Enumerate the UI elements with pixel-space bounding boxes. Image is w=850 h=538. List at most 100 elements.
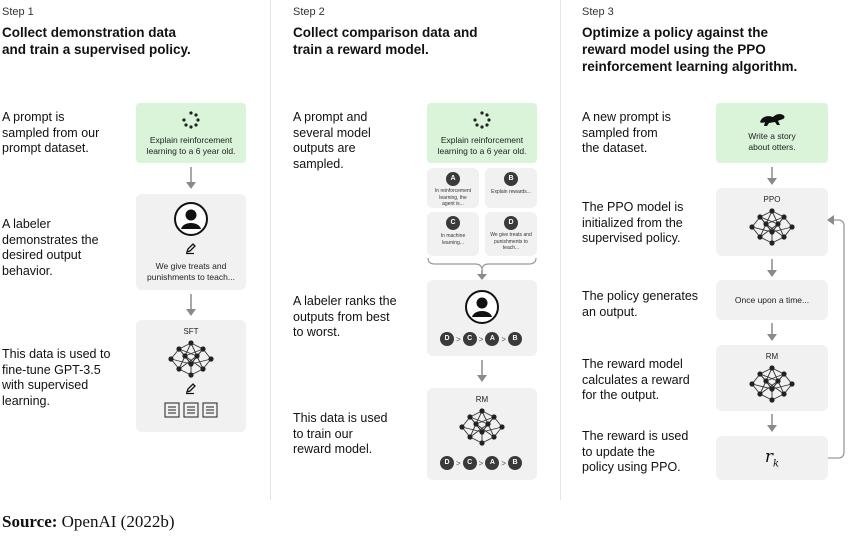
refresh-icon: [473, 111, 491, 129]
rm-label: RM: [765, 352, 779, 361]
step-3-prompt-box: Write a story about otters.: [716, 103, 828, 163]
desc-line: outputs are: [293, 141, 356, 155]
arrow-down: [186, 294, 196, 316]
bracket-arrow: [427, 257, 537, 280]
step-2-desc-1: A prompt and several model outputs are s…: [293, 110, 371, 172]
step-2-title: Collect comparison data and train a rewa…: [293, 24, 553, 58]
pencil-icon: [185, 383, 196, 395]
prompt-text: Explain reinforcement learning to a 6 ye…: [136, 135, 246, 157]
output-card-c: C In machine learning...: [427, 212, 479, 256]
step-3-reward-box: rk: [716, 436, 828, 480]
prompt-line: about otters.: [748, 142, 796, 152]
prompt-line: Write a story: [748, 131, 796, 141]
desc-line: A prompt is: [2, 110, 65, 124]
desc-line: sampled from our: [2, 125, 100, 140]
desc-line: This data is used to: [2, 347, 111, 361]
output-letter: A: [446, 172, 460, 186]
column-divider-1: [270, 0, 271, 500]
output-card-b: B Explain rewards...: [485, 168, 537, 208]
step-2-rm-box: RM D > C > A > B: [427, 388, 537, 480]
rank-separator: >: [501, 458, 507, 468]
output-text: In reinforcement learning, the agent is.…: [429, 188, 477, 208]
desc-line: fine-tune GPT-3.5: [2, 362, 101, 377]
desc-line: to train our: [293, 426, 353, 441]
rank-separator: >: [478, 458, 484, 468]
output-letter: B: [504, 172, 518, 186]
rank-item: A: [485, 456, 500, 470]
desc-line: several model: [293, 125, 371, 140]
step-2-title-line-2: train a reward model.: [293, 42, 429, 57]
neural-network-icon: [749, 365, 795, 403]
desc-line: sampled.: [293, 156, 344, 171]
rank-item: C: [462, 332, 477, 346]
desc-line: The reward model: [582, 357, 683, 371]
step-3-desc-4: The reward model calculates a reward for…: [582, 357, 690, 404]
step-1-label: Step 1: [2, 6, 34, 18]
output-text: We give treats and punishments to teach.…: [487, 232, 535, 252]
desc-line: an output.: [582, 304, 638, 319]
reward-r: r: [764, 447, 774, 467]
desc-line: to update the: [582, 444, 655, 459]
output-text: In machine learning...: [429, 233, 477, 246]
rank-separator: >: [501, 334, 507, 344]
desc-line: desired output: [2, 248, 82, 262]
output-text: Once upon a time...: [734, 295, 810, 305]
desc-line: behavior.: [2, 263, 53, 278]
step-3-title: Optimize a policy against the reward mod…: [582, 24, 847, 75]
rank-separator: >: [456, 458, 461, 468]
step-2-ranking-box: D > C > A > B: [427, 280, 537, 356]
output-card-d: D We give treats and punishments to teac…: [485, 212, 537, 256]
desc-line: to worst.: [293, 325, 341, 339]
step-1-sft-box: SFT: [136, 320, 246, 432]
labeler-avatar-icon: [174, 202, 208, 236]
step-1-title: Collect demonstration data and train a s…: [2, 24, 262, 58]
output-line: Explain rewards...: [491, 189, 531, 195]
ppo-label: PPO: [763, 195, 781, 204]
arrow-down: [767, 414, 777, 432]
output-text: Explain rewards...: [487, 189, 535, 196]
source-caption: Source: OpenAI (2022b): [2, 512, 175, 532]
demo-text: We give treats and punishments to teach.…: [136, 261, 246, 283]
desc-line: initialized from the: [582, 215, 683, 230]
step-3-label: Step 3: [582, 6, 614, 18]
documents-icon: [164, 402, 218, 418]
output-line: We give treats and: [490, 232, 532, 238]
desc-line: demonstrates the: [2, 232, 99, 247]
desc-line: prompt dataset.: [2, 141, 89, 155]
step-1-desc-3: This data is used to fine-tune GPT-3.5 w…: [2, 347, 110, 409]
arrow-down: [477, 360, 487, 382]
desc-line: sampled from: [582, 125, 658, 140]
desc-line: The policy generates: [582, 289, 699, 303]
step-2-label: Step 2: [293, 6, 325, 18]
sft-label: SFT: [183, 327, 199, 336]
step-1-title-line-2: and train a supervised policy.: [2, 42, 191, 57]
step-3-title-line-1: Optimize a policy against the: [582, 25, 769, 40]
prompt-line: Explain reinforcement: [440, 135, 524, 145]
desc-line: A labeler ranks the: [293, 294, 397, 308]
rank-separator: >: [478, 334, 484, 344]
step-1-demo-box: We give treats and punishments to teach.…: [136, 194, 246, 290]
column-divider-2: [560, 0, 561, 500]
prompt-text: Explain reinforcement learning to a 6 ye…: [427, 135, 537, 157]
output-line: agent is...: [442, 201, 464, 207]
ranking-row: D > C > A > B: [440, 332, 523, 346]
step-3-ppo-box: PPO: [716, 188, 828, 256]
rank-item: D: [440, 456, 454, 470]
output-line: punishments to: [494, 238, 528, 245]
step-3-desc-1: A new prompt is sampled from the dataset…: [582, 110, 671, 157]
desc-line: The PPO model is: [582, 200, 684, 214]
output-line: learning, the: [439, 194, 467, 201]
pencil-icon: [185, 243, 196, 255]
neural-network-icon: [459, 408, 505, 446]
feedback-loop-arrow: [827, 215, 845, 459]
refresh-icon: [182, 111, 200, 129]
rank-item: C: [462, 456, 477, 470]
reward-subscript: k: [773, 458, 780, 470]
ranking-row: D > C > A > B: [440, 456, 523, 470]
desc-line: policy using PPO.: [582, 460, 681, 474]
output-line: In reinforcement: [434, 188, 472, 194]
output-card-a: A In reinforcement learning, the agent i…: [427, 168, 479, 208]
output-line: learning...: [442, 239, 464, 246]
arrow-down: [767, 323, 777, 341]
desc-line: supervised policy.: [582, 231, 681, 245]
